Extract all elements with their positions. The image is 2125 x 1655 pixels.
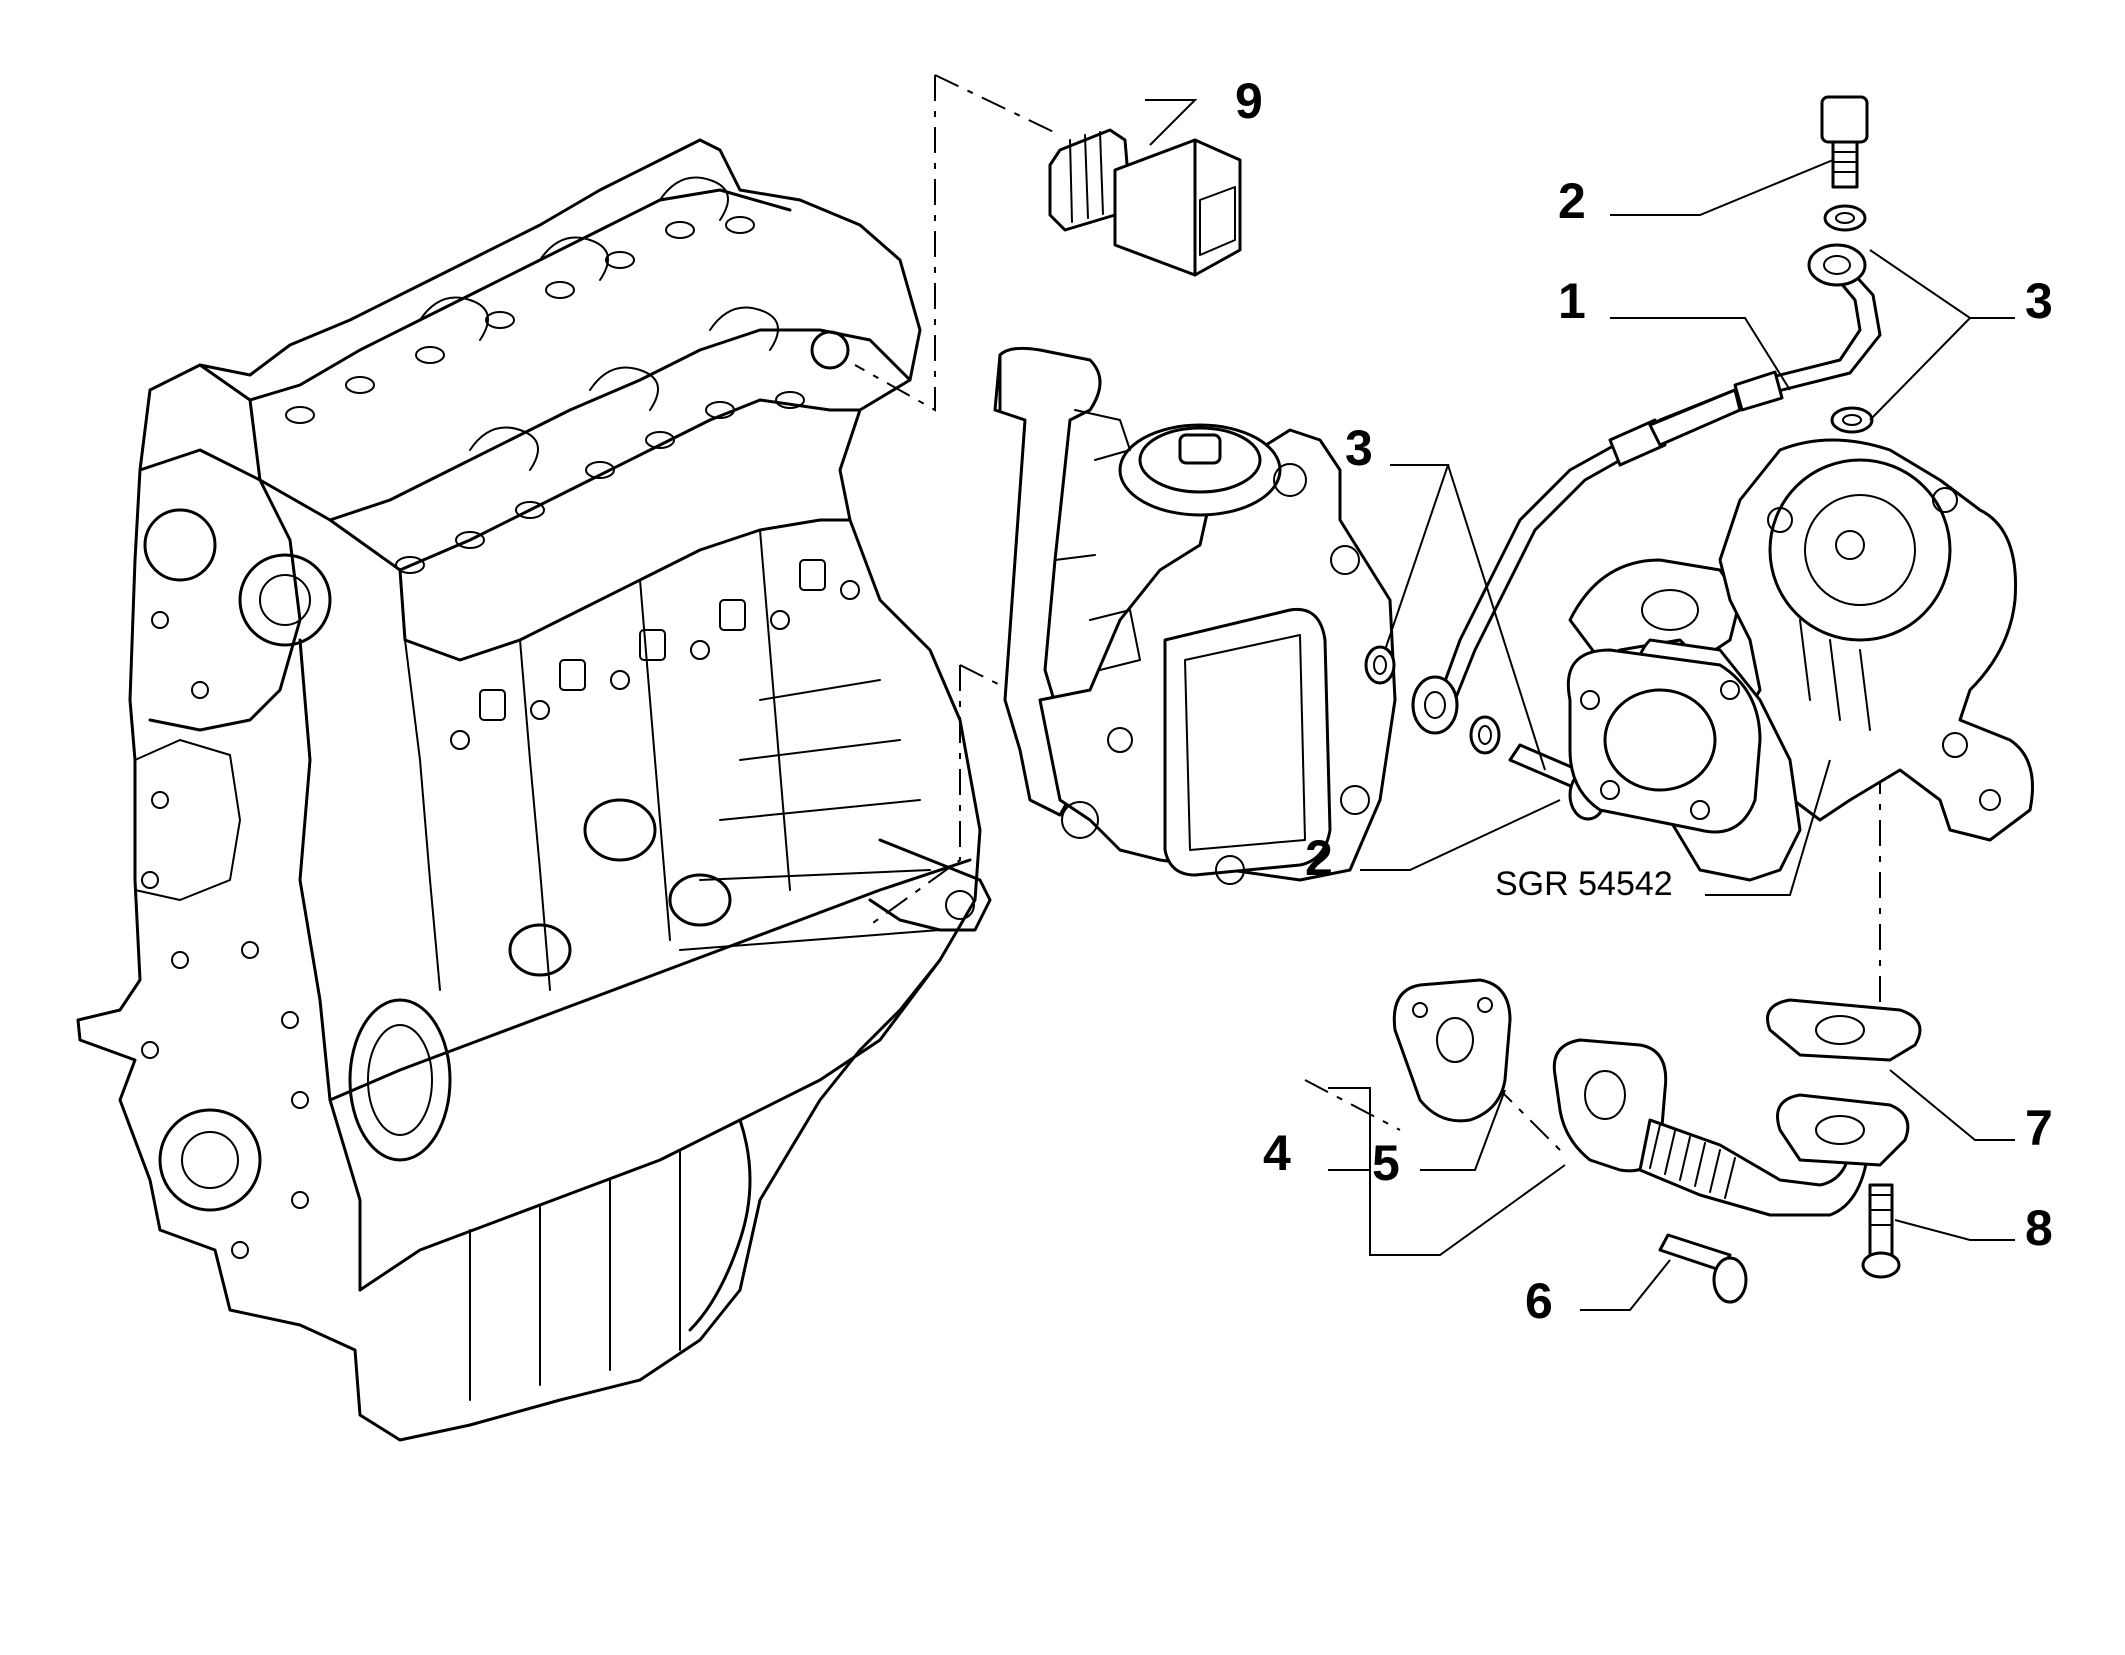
callout-2-top: 2: [1558, 173, 1586, 229]
leader-lines: [1145, 99, 2015, 1311]
callout-5: 5: [1372, 1135, 1400, 1191]
oil-filter-housing: [993, 346, 1397, 885]
callout-3-right: 3: [2025, 273, 2053, 329]
callout-3-left: 3: [1345, 420, 1373, 476]
drawing-code: SGR 54542: [1495, 865, 1673, 903]
oil-feed-pipe: [1411, 243, 1882, 735]
callout-labels: 9 2 1 3 3 2 SGR 54542 4 5 6 7 8: [1235, 73, 2053, 1329]
callout-7: 7: [2025, 1100, 2053, 1156]
turbocharger: [1566, 438, 2034, 882]
callout-9: 9: [1235, 73, 1263, 129]
washers: [1364, 204, 1874, 755]
callout-4: 4: [1263, 1125, 1291, 1181]
callout-2-bottom: 2: [1305, 830, 1333, 886]
callout-6: 6: [1525, 1273, 1553, 1329]
engine-block: [76, 138, 992, 1442]
callout-1: 1: [1558, 273, 1586, 329]
pressure-sensor: [1048, 128, 1242, 277]
callout-8: 8: [2025, 1200, 2053, 1256]
outlet-pipe-assembly: [1392, 978, 1922, 1217]
